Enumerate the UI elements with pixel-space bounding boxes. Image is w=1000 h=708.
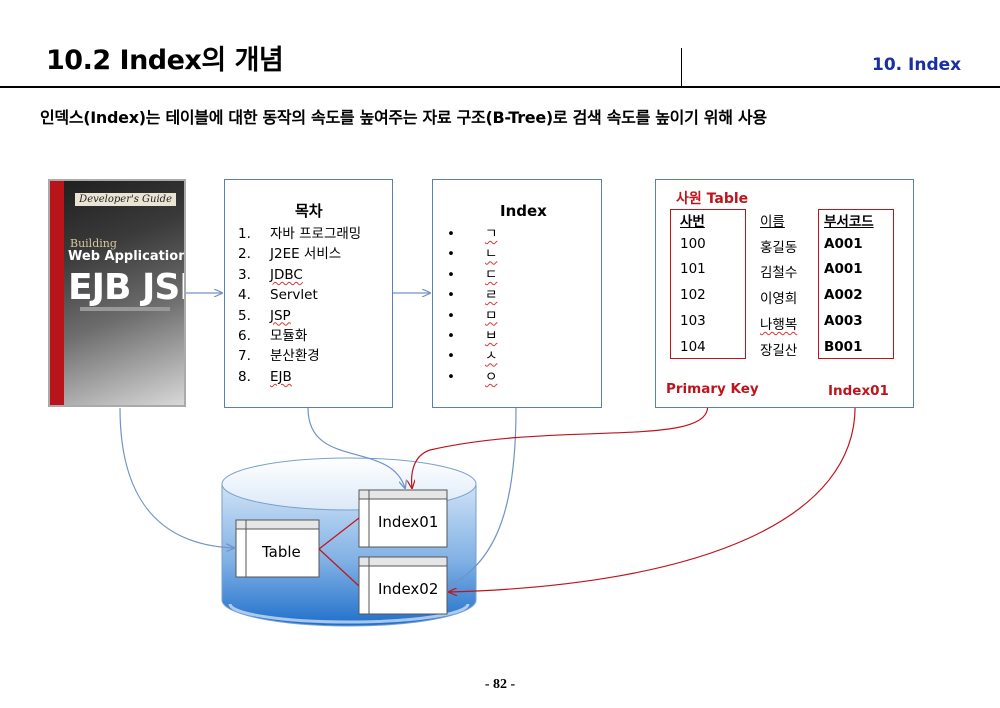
title-divider xyxy=(681,48,682,88)
book-decoration xyxy=(80,307,170,311)
table-cell: 나행복 xyxy=(760,317,798,333)
table-cell: 101 xyxy=(680,261,706,277)
section-label: 10. Index xyxy=(872,55,962,75)
arrow-pk-to-index01 xyxy=(412,400,709,488)
list-item: 4.Servlet xyxy=(238,287,318,304)
list-item: 5.JSP xyxy=(238,307,291,324)
table-icon xyxy=(235,519,320,578)
table-cell: B001 xyxy=(824,339,863,355)
page-number: - 82 - xyxy=(484,677,516,692)
arrow-idx01-to-index02 xyxy=(449,400,856,592)
list-item: 3.JDBC xyxy=(238,266,303,283)
db-index02-label: Index02 xyxy=(378,580,439,598)
column-header: 사번 xyxy=(680,214,705,230)
table-cell: 100 xyxy=(680,236,706,252)
book-guide-label: Developer's Guide xyxy=(75,193,176,206)
table-cell: A003 xyxy=(824,313,863,329)
index01-frame xyxy=(818,209,894,359)
index02-icon xyxy=(358,556,448,615)
table-cell: 김철수 xyxy=(760,265,798,281)
link-table-index01 xyxy=(318,517,360,550)
title-rule xyxy=(0,86,1000,88)
index-heading: Index xyxy=(500,202,547,220)
toc-heading: 목차 xyxy=(295,202,323,220)
table-cell: 홍길동 xyxy=(760,240,798,256)
list-item: 7.분산환경 xyxy=(238,348,320,365)
table-cell: 이영희 xyxy=(760,291,798,307)
arrow-book-to-table xyxy=(119,407,234,548)
table-cell: 104 xyxy=(680,339,706,355)
list-item: •ㄴ xyxy=(447,246,498,263)
list-item: 8.EJB xyxy=(238,368,292,385)
column-header: 이름 xyxy=(760,214,785,230)
table-cell: A001 xyxy=(824,236,863,252)
db-table-label: Table xyxy=(262,543,301,561)
index01-label: Index01 xyxy=(828,383,889,399)
arrow-toc-to-index01 xyxy=(307,407,405,488)
table-cell: 103 xyxy=(680,313,706,329)
book-line-1: Building xyxy=(70,237,117,250)
index01-icon xyxy=(358,489,448,548)
book-cover-image: Developer's Guide Building Web Applicati… xyxy=(48,179,186,407)
employee-table-box: 사원 Table 사번 이름 부서코드 100 홍길동 A001 101 김철수… xyxy=(655,179,914,408)
list-item: •ㅇ xyxy=(447,368,498,385)
primary-key-label: Primary Key xyxy=(666,381,759,397)
list-item: 1.자바 프로그래밍 xyxy=(238,226,362,242)
employee-table-title: 사원 Table xyxy=(676,191,749,207)
toc-list: 1.자바 프로그래밍 2.J2EE 서비스 3.JDBC 4.Servlet 5… xyxy=(238,224,361,387)
book-line-3: EJB JSP xyxy=(68,267,184,308)
link-table-index02 xyxy=(318,548,360,587)
book-line-2: Web Application xyxy=(68,249,186,264)
list-item: 2.J2EE 서비스 xyxy=(238,246,342,263)
list-item: •ㅅ xyxy=(447,348,498,365)
subtitle: 인덱스(Index)는 테이블에 대한 동작의 속도를 높여주는 자료 구조(B… xyxy=(40,108,767,127)
table-cell: 102 xyxy=(680,287,706,303)
list-item: •ㄱ xyxy=(447,226,498,242)
book-spine xyxy=(50,181,64,405)
index-box: Index •ㄱ •ㄴ •ㄷ •ㄹ •ㅁ •ㅂ •ㅅ •ㅇ xyxy=(432,179,602,408)
table-cell: 장길산 xyxy=(760,343,798,359)
list-item: •ㅁ xyxy=(447,307,498,324)
column-header: 부서코드 xyxy=(824,214,874,230)
arrow-index-to-index02 xyxy=(449,407,517,586)
toc-box: 목차 1.자바 프로그래밍 2.J2EE 서비스 3.JDBC 4.Servle… xyxy=(224,179,393,408)
index-list: •ㄱ •ㄴ •ㄷ •ㄹ •ㅁ •ㅂ •ㅅ •ㅇ xyxy=(447,224,497,387)
table-cell: A001 xyxy=(824,261,863,277)
page-title: 10.2 Index의 개념 xyxy=(46,45,284,76)
db-index01-label: Index01 xyxy=(378,513,439,531)
list-item: •ㄷ xyxy=(447,266,498,283)
list-item: •ㅂ xyxy=(447,328,498,345)
table-cell: A002 xyxy=(824,287,863,303)
primary-key-frame xyxy=(670,209,746,359)
list-item: 6.모듈화 xyxy=(238,328,308,345)
list-item: •ㄹ xyxy=(447,287,498,304)
